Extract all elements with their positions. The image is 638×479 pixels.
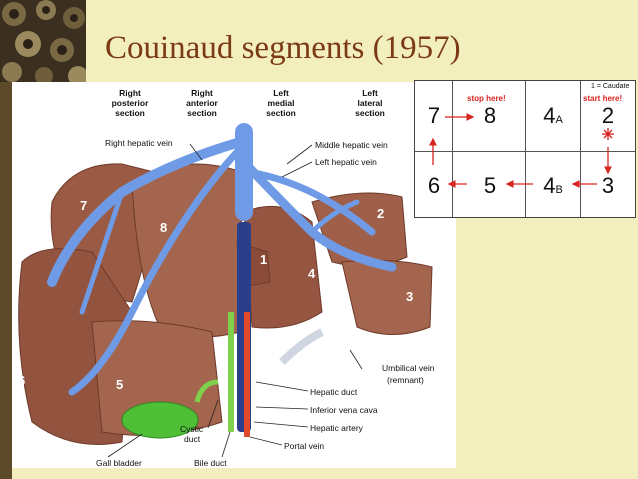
label-umbilical-vein-note: (remnant) (387, 375, 424, 385)
section-label: lateral (357, 98, 383, 108)
label-inferior-vena-cava: Inferior vena cava (310, 405, 378, 415)
grid-cell-7: 7 (427, 103, 441, 128)
segment-5: 5 (116, 377, 124, 392)
section-label: anterior (186, 98, 218, 108)
segment-6: 6 (18, 373, 26, 388)
segment-order-grid: 1 = Caudate stop here! start here! 7 8 4… (414, 80, 636, 218)
grid-divider (415, 151, 635, 152)
section-label: section (187, 108, 217, 118)
grid-cell-4a: 4A (533, 103, 573, 129)
grid-divider (452, 81, 453, 217)
grid-divider (525, 81, 526, 217)
label-hepatic-duct: Hepatic duct (310, 387, 358, 397)
liver-figure (12, 82, 456, 468)
cell-4a-number: 4 (543, 103, 556, 128)
segment-2: 2 (377, 206, 385, 221)
label-left-hepatic-vein: Left hepatic vein (315, 157, 377, 167)
grid-cell-2: 2 (601, 103, 615, 128)
cell-4a-subscript: A (555, 114, 563, 126)
slide-title: Couinaud segments (1957) (105, 30, 461, 66)
section-label: medial (267, 98, 295, 108)
hepatic-veins (47, 123, 397, 396)
section-label: Left (273, 88, 289, 98)
grid-cell-8: 8 (483, 103, 497, 128)
leader-lines (107, 143, 363, 458)
start-here-label: start here! (583, 94, 623, 103)
label-cystic-duct-2: duct (184, 434, 201, 444)
section-label: section (355, 108, 385, 118)
section-label: Left (362, 88, 378, 98)
cell-4b-number: 4 (543, 173, 556, 198)
cell-4b-subscript: B (555, 184, 563, 196)
caudate-note: 1 = Caudate (591, 83, 630, 90)
label-umbilical-vein: Umbilical vein (382, 363, 435, 373)
section-right-posterior: Right posterior section (95, 88, 165, 118)
section-label: Right (191, 88, 213, 98)
label-right-hepatic-vein: Right hepatic vein (105, 138, 173, 148)
section-label: section (266, 108, 296, 118)
grid-cell-5: 5 (483, 173, 497, 198)
section-left-medial: Left medial section (246, 88, 316, 118)
section-left-lateral: Left lateral section (335, 88, 405, 118)
stop-here-label: stop here! (467, 94, 506, 103)
section-label: Right (119, 88, 141, 98)
segment-1: 1 (260, 252, 268, 267)
section-label: posterior (111, 98, 149, 108)
label-cystic-duct-1: Cystic (180, 424, 204, 434)
label-hepatic-artery: Hepatic artery (310, 423, 363, 433)
segment-4: 4 (308, 266, 316, 281)
label-middle-hepatic-vein: Middle hepatic vein (315, 140, 388, 150)
grid-cell-6: 6 (427, 173, 441, 198)
grid-divider (580, 81, 581, 217)
segment-3: 3 (406, 289, 414, 304)
liver-illustration (18, 123, 433, 458)
segment-8: 8 (160, 220, 168, 235)
label-gall-bladder: Gall bladder (96, 458, 142, 468)
label-portal-vein: Portal vein (284, 441, 325, 451)
vessels-bundle (121, 222, 324, 439)
decorative-image (0, 0, 86, 82)
order-arrows (429, 113, 614, 188)
decorative-strip (0, 82, 12, 479)
section-label: section (115, 108, 145, 118)
grid-cell-4b: 4B (533, 173, 573, 199)
asterisk-mark (602, 128, 614, 140)
grid-cell-3: 3 (601, 173, 615, 198)
section-right-anterior: Right anterior section (167, 88, 237, 118)
segment-7: 7 (80, 198, 88, 213)
label-bile-duct: Bile duct (194, 458, 227, 468)
